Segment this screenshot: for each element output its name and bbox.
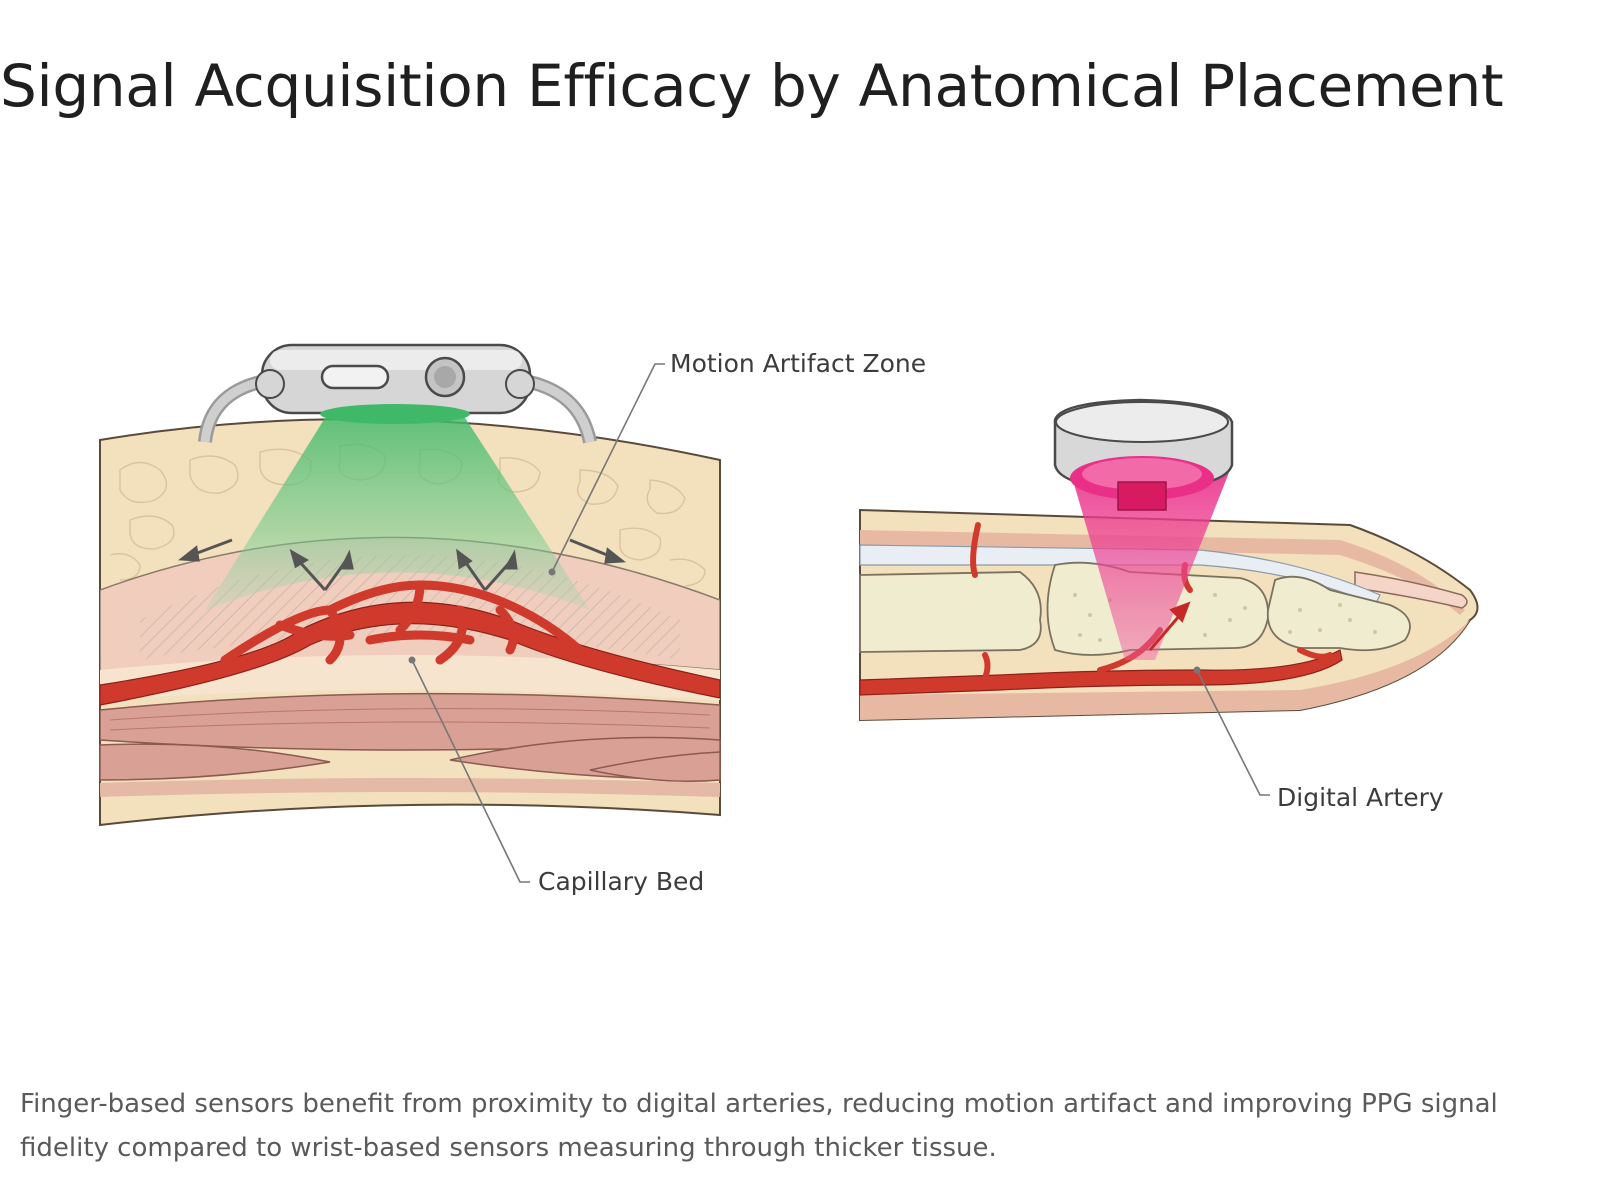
anatomy-diagram: Motion Artifact Zone Capillary Bed Digit…	[0, 140, 1600, 1060]
label-digital-artery: Digital Artery	[1277, 783, 1444, 812]
finger-bone-proximal	[859, 571, 1042, 653]
label-capillary-bed: Capillary Bed	[538, 867, 704, 896]
capillary-bed-leader	[411, 659, 530, 883]
ring-sensor-icon	[1053, 398, 1234, 511]
page-title: Signal Acquisition Efficacy by Anatomica…	[0, 52, 1504, 120]
pink-light-beam	[1070, 470, 1230, 660]
wrist-muscle-right	[589, 751, 721, 782]
motion-artifact-leader	[551, 363, 665, 573]
fingernail	[1354, 571, 1468, 609]
diagram-canvas: Motion Artifact Zone Capillary Bed Digit…	[99, 343, 1479, 896]
label-motion-artifact-zone: Motion Artifact Zone	[670, 349, 926, 378]
finger-cross-section	[859, 398, 1479, 796]
motion-arrow-icon	[177, 538, 627, 592]
wrist-cross-section	[99, 343, 721, 883]
capillary-network	[220, 580, 595, 665]
wrist-muscle-left	[99, 743, 331, 781]
digital-artery-leader	[1196, 669, 1270, 796]
smartwatch-icon	[198, 343, 597, 444]
figure-caption: Finger-based sensors benefit from proxim…	[20, 1089, 1498, 1163]
bone-texture	[1073, 593, 1377, 642]
signal-arrow-icon	[1148, 601, 1191, 651]
